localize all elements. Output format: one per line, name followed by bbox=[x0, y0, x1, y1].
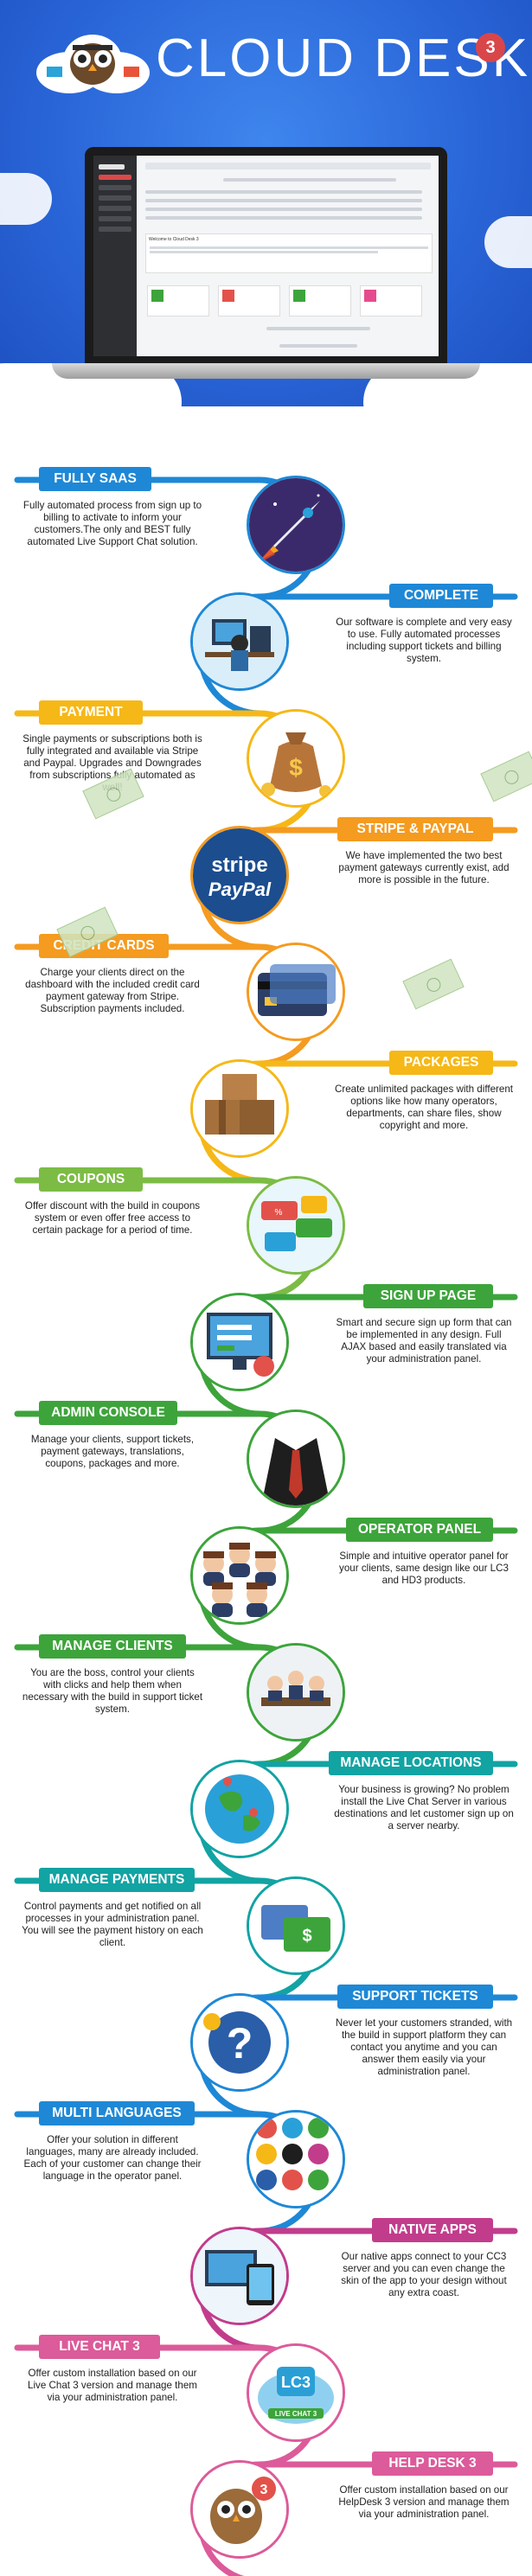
feature-desc-complete: Our software is complete and very easy t… bbox=[336, 617, 512, 664]
feature-desc-multi-languages: Offer your solution in different languag… bbox=[23, 2134, 202, 2182]
dashboard-welcome-text: Welcome to Cloud Desk 3 bbox=[149, 237, 199, 242]
svg-text:$: $ bbox=[302, 1927, 311, 1946]
logo-title: CLOUD DESK bbox=[156, 29, 531, 88]
feature-title-complete: COMPLETE bbox=[389, 584, 493, 608]
owl-cloud-logo-icon bbox=[36, 35, 150, 93]
workspace-icon bbox=[190, 592, 289, 691]
feature-title-manage-clients: MANAGE CLIENTS bbox=[39, 1634, 186, 1659]
svg-text:LC3: LC3 bbox=[281, 2374, 311, 2391]
feature-desc-stripe-paypal: We have implemented the two best payment… bbox=[338, 850, 510, 885]
feature-desc-credit-cards: Charge your clients direct on the dashbo… bbox=[25, 967, 200, 1014]
svg-text:stripe: stripe bbox=[211, 853, 267, 877]
cloud-shape bbox=[0, 173, 52, 225]
feature-desc-manage-locations: Your business is growing? No problem ins… bbox=[334, 1784, 514, 1831]
coupon-icon: % bbox=[247, 1176, 345, 1275]
question-bulb-icon: ? bbox=[190, 1993, 289, 2092]
feature-title-operator-panel: OPERATOR PANEL bbox=[346, 1518, 493, 1542]
svg-text:?: ? bbox=[227, 2019, 253, 2068]
feature-title-manage-locations: MANAGE LOCATIONS bbox=[329, 1751, 493, 1775]
feature-title-live-chat-3: LIVE CHAT 3 bbox=[39, 2335, 160, 2359]
meeting-icon bbox=[247, 1643, 345, 1742]
feature-desc-admin-console: Manage your clients, support tickets, pa… bbox=[30, 1434, 195, 1469]
feature-desc-support-tickets: Never let your customers stranded, with … bbox=[335, 2017, 513, 2077]
operators-icon bbox=[190, 1526, 289, 1625]
credit-card-icon bbox=[247, 943, 345, 1041]
svg-text:3: 3 bbox=[260, 2483, 268, 2497]
laptop-mockup: Welcome to Cloud Desk 3 bbox=[52, 147, 480, 406]
money-bag-icon: $ bbox=[247, 709, 345, 808]
feature-title-multi-languages: MULTI LANGUAGES bbox=[39, 2101, 195, 2125]
devices-icon bbox=[190, 2227, 289, 2325]
svg-text:$: $ bbox=[289, 754, 303, 781]
feature-title-admin-console: ADMIN CONSOLE bbox=[39, 1401, 177, 1425]
logo: CLOUD DESK 3 bbox=[35, 26, 528, 95]
feature-desc-packages: Create unlimited packages with different… bbox=[334, 1083, 513, 1131]
cloud-shape bbox=[484, 216, 532, 268]
feature-desc-help-desk-3: Offer custom installation based on our H… bbox=[338, 2484, 510, 2520]
feature-desc-sign-up-page: Smart and secure sign up form that can b… bbox=[336, 1317, 512, 1365]
feature-desc-manage-payments: Control payments and get notified on all… bbox=[22, 1901, 203, 1948]
feature-desc-fully-saas: Fully automated process from sign up to … bbox=[22, 500, 202, 547]
feature-title-native-apps: NATIVE APPS bbox=[372, 2218, 493, 2242]
feature-title-help-desk-3: HELP DESK 3 bbox=[372, 2451, 493, 2476]
signup-screen-icon bbox=[190, 1293, 289, 1391]
feature-desc-live-chat-3: Offer custom installation based on our L… bbox=[28, 2368, 197, 2403]
feature-title-sign-up-page: SIGN UP PAGE bbox=[363, 1284, 493, 1308]
suit-tie-icon bbox=[247, 1409, 345, 1508]
logo-version-badge: 3 bbox=[476, 33, 505, 62]
feature-title-coupons: COUPONS bbox=[39, 1167, 143, 1192]
feature-title-fully-saas: FULLY SAAS bbox=[39, 467, 151, 491]
hd3-owl-icon: 3 bbox=[190, 2460, 289, 2559]
laptop-base bbox=[52, 363, 480, 379]
feature-desc-manage-clients: You are the boss, control your clients w… bbox=[22, 1667, 203, 1715]
flags-icon bbox=[247, 2110, 345, 2208]
globe-pins-icon bbox=[190, 1760, 289, 1858]
feature-desc-native-apps: Our native apps connect to your CC3 serv… bbox=[341, 2251, 507, 2298]
rocket-icon bbox=[247, 476, 345, 574]
laptop-screen: Welcome to Cloud Desk 3 bbox=[85, 147, 447, 363]
hero-banner: CLOUD DESK 3 Welcome to Cloud Desk 3 bbox=[0, 0, 532, 406]
boxes-icon bbox=[190, 1059, 289, 1158]
svg-text:LIVE CHAT 3: LIVE CHAT 3 bbox=[275, 2410, 317, 2418]
dashboard-sidebar bbox=[93, 156, 137, 356]
feature-title-payment: PAYMENT bbox=[39, 700, 143, 725]
feature-desc-coupons: Offer discount with the build in coupons… bbox=[24, 1200, 201, 1236]
feature-title-stripe-paypal: STRIPE & PAYPAL bbox=[337, 817, 493, 841]
dashboard-screenshot: Welcome to Cloud Desk 3 bbox=[93, 156, 439, 356]
feature-title-packages: PACKAGES bbox=[389, 1051, 493, 1075]
svg-text:PayPal: PayPal bbox=[208, 879, 272, 900]
feature-desc-operator-panel: Simple and intuitive operator panel for … bbox=[339, 1550, 509, 1586]
payments-icon: $ bbox=[247, 1876, 345, 1975]
svg-text:%: % bbox=[275, 1208, 283, 1218]
feature-title-support-tickets: SUPPORT TICKETS bbox=[337, 1985, 493, 2009]
feature-title-manage-payments: MANAGE PAYMENTS bbox=[39, 1868, 195, 1892]
